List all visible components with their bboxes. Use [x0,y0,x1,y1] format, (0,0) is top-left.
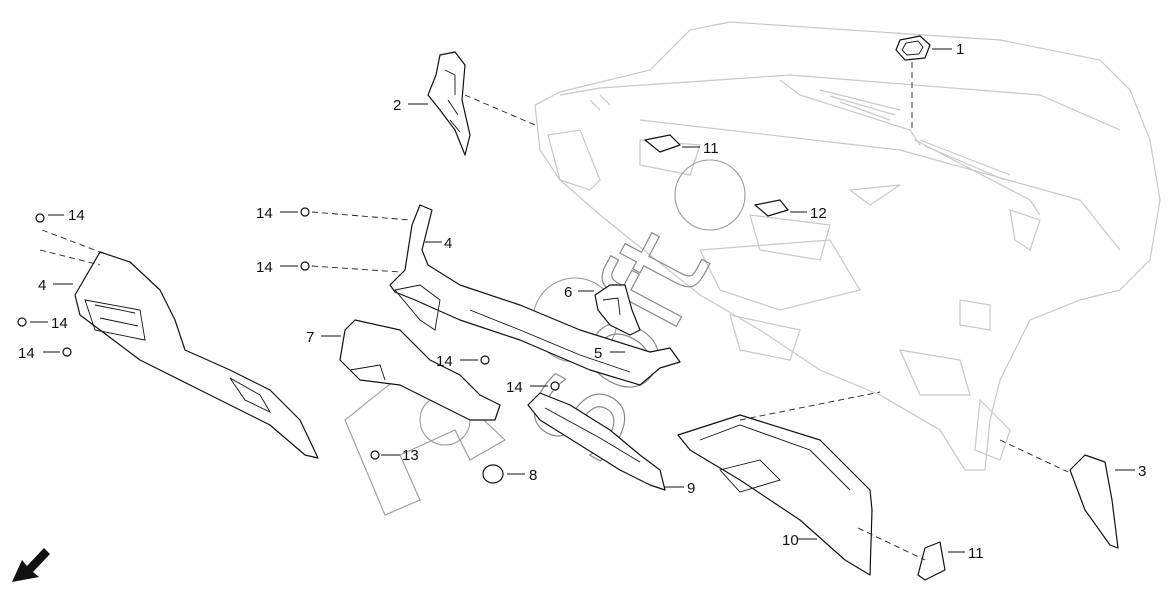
part-2-side-bracket: 2 [393,51,536,156]
callout-14-d: 14 [256,205,273,222]
part-4-lower-trim-left: 4 [38,229,319,459]
part-14-fasteners: 14 14 14 14 14 14 14 [17,205,560,396]
part-12-lower-strip: 9 [527,392,695,497]
callout-14-f: 14 [436,353,453,370]
callout-5: 10 [782,532,799,549]
callout-11-upper: 11 [703,140,719,157]
part-1-cover-cap: 1 [895,35,964,130]
callout-12: 9 [687,480,695,497]
callout-4-left: 4 [38,277,46,294]
callout-14-c: 14 [18,345,35,362]
part-9-bracket: 6 [564,284,641,336]
callout-8: 11 [968,545,984,562]
callout-11-lower: 12 [810,205,827,222]
part-10-center-frame: 4 [389,204,681,386]
callout-9: 6 [564,284,572,301]
part-7-ring: 8 [482,464,537,484]
callout-7: 8 [529,467,537,484]
callout-3: 3 [1138,463,1146,480]
part-5-glovebox: 10 [677,391,881,576]
part-11-clip-lower: 12 [754,199,827,222]
direction-arrow-icon [12,548,50,582]
callout-2: 2 [393,97,401,114]
callout-14-a: 14 [68,207,85,224]
callout-4-center: 5 [594,345,602,362]
part-3-end-panel: 3 [999,439,1146,549]
part-6-knee-cover: 7 [306,319,501,421]
callout-13: 13 [402,447,419,464]
callout-10: 4 [444,235,452,252]
dashboard-ghost-outline [534,21,1161,471]
callout-6: 7 [306,329,314,346]
callout-14-g: 14 [506,379,523,396]
callout-14-b: 14 [51,315,68,332]
part-11-clip-upper: 11 [644,134,719,157]
callout-14-e: 14 [256,259,273,276]
part-13-screw: 13 [370,447,419,464]
callout-1: 1 [956,41,964,58]
part-8-latch: 11 [857,527,984,581]
